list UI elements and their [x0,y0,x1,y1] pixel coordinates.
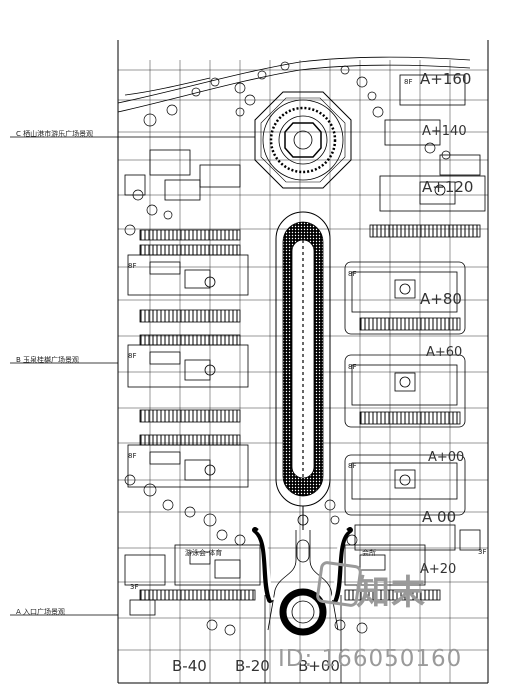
floor-tag: 8F [348,462,357,470]
grid-label-a00-upper: A+00 [428,450,465,465]
grid-label-a140: A+140 [422,124,467,139]
drawing-frame [117,40,489,684]
grid-label-a60: A+60 [426,345,463,360]
central-oval-plaza [275,211,331,530]
section-label-c: C 栖山港市游乐广场景观 [16,130,94,138]
section-label-b: B 玉泉桂樾广场景观 [16,356,80,364]
octagon-plaza [254,91,352,189]
left-buildings [124,149,249,488]
grid-label-b-20: B-20 [235,657,270,675]
south-clubhouses [124,544,441,616]
watermark-brand: 知末 [356,573,426,613]
floor-tag: 8F [348,363,357,371]
grid-label-a00: A 00 [422,508,457,526]
grid-label-a160: A+160 [420,70,472,88]
floor-tag: 3F [130,583,139,591]
tree-clusters [124,61,451,636]
grid-label-a120: A+120 [422,178,474,196]
clubhouse-label-club: 会所 [362,549,376,557]
grid-label-a20: A+20 [420,562,457,577]
right-buildings [344,74,486,551]
unit-markers [204,184,446,486]
watermark-id: ID: 166050160 [278,646,463,672]
section-leaders [10,136,255,616]
section-label-a: A 入口广场景观 [16,608,66,616]
floor-tag: 3F [478,548,487,556]
entrance-plaza [252,527,353,683]
floor-tag: 8F [128,352,137,360]
floor-tag: 8F [404,78,413,86]
grid-label-b-40: B-40 [172,657,207,675]
clubhouse-label-sports: 游泳会·体育 [185,549,223,557]
grid-label-b00: B+00 [298,657,340,675]
floor-tag: 8F [128,452,137,460]
floor-tag: 8F [348,270,357,278]
grid-label-a80: A+80 [420,290,462,308]
floor-tag: 8F [128,262,137,270]
north-landscape [117,56,471,113]
